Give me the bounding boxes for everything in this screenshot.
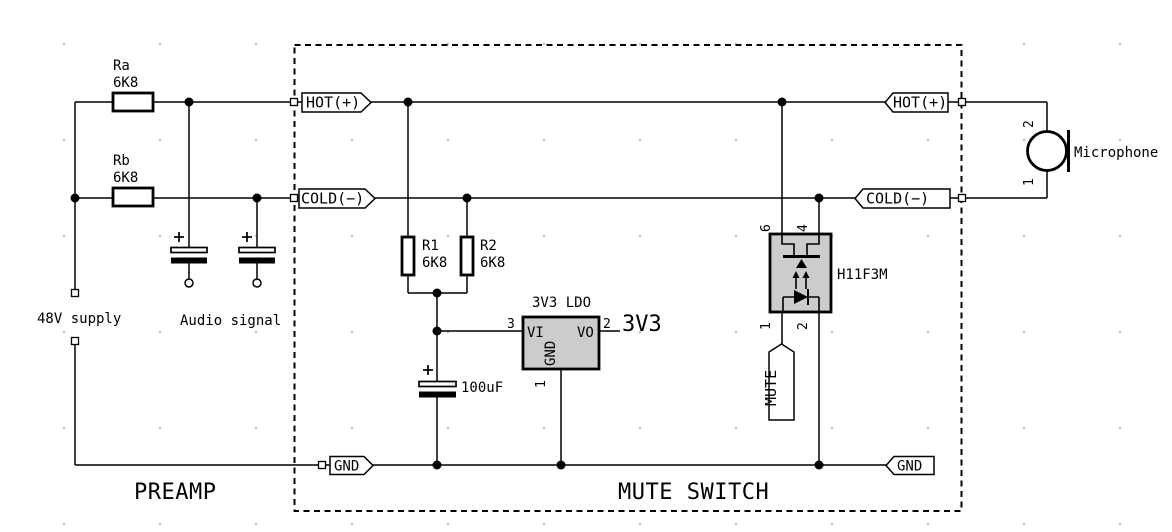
net-label-3v3[interactable]: 3V3 <box>622 312 662 337</box>
resistor-ref: Ra <box>113 58 130 74</box>
opto-pin-6: 6 <box>759 224 774 232</box>
capacitor-audio-cold[interactable] <box>238 232 276 288</box>
sheet-pin <box>957 193 967 203</box>
mute-label-text: MUTE <box>762 370 780 406</box>
preamp-title: PREAMP <box>134 480 216 505</box>
fet-arrow <box>796 259 807 268</box>
svg-text:COLD(−): COLD(−) <box>866 190 929 208</box>
ldo-pin-vo-name: VO <box>577 325 594 341</box>
optocoupler-h11f3m[interactable]: H11F3M 6 4 1 2 <box>759 224 888 330</box>
resistor-ra[interactable]: Ra 6K8 <box>111 58 155 113</box>
microphone[interactable]: Microphone 2 1 <box>1022 120 1158 186</box>
microphone-label: Microphone <box>1074 145 1158 161</box>
capacitor-filter[interactable]: 100uF <box>418 365 503 398</box>
opto-pin-4: 4 <box>796 224 811 232</box>
resistor-value: 6K8 <box>480 255 505 271</box>
capacitor-audio-hot[interactable] <box>170 232 208 288</box>
svg-text:GND: GND <box>334 459 359 475</box>
ldo-pin-number-2: 2 <box>603 317 611 332</box>
supply-label: 48V supply <box>37 311 121 327</box>
resistor-ref: R1 <box>422 238 439 254</box>
ldo-regulator[interactable]: 3V3 LDO VI VO GND 3 2 1 <box>507 295 611 388</box>
resistor-r1[interactable]: R1 6K8 <box>400 235 447 277</box>
resistor-ref: Rb <box>113 153 130 169</box>
mic-pin-2: 2 <box>1022 120 1037 128</box>
svg-text:HOT(+): HOT(+) <box>893 94 947 112</box>
opto-ref: H11F3M <box>837 267 888 283</box>
opto-pin-1: 1 <box>759 322 774 330</box>
supply-terminal <box>70 336 80 346</box>
ldo-pin-gnd-name: GND <box>543 341 559 366</box>
sheet-pin-terminals[interactable] <box>70 97 967 470</box>
wire-segments <box>74 101 1048 466</box>
ldo-pin-vi-name: VI <box>527 325 544 341</box>
sheet-pin <box>289 97 299 107</box>
ldo-title: 3V3 LDO <box>532 295 591 311</box>
hier-label-gnd-left[interactable]: GND <box>329 455 375 476</box>
sheet-pin <box>957 97 967 107</box>
sheet-pin <box>289 193 299 203</box>
supply-terminal <box>70 288 80 298</box>
hier-label-hot-left[interactable]: HOT(+) <box>301 92 373 113</box>
hier-label-gnd-right[interactable]: GND <box>884 455 935 476</box>
svg-text:GND: GND <box>897 459 922 475</box>
resistor-value: 6K8 <box>113 75 138 91</box>
junction-dots <box>70 97 824 470</box>
audio-label: Audio signal <box>180 313 281 329</box>
resistor-ref: R2 <box>480 238 497 254</box>
ldo-pin-number-1: 1 <box>534 380 549 388</box>
hier-label-mute[interactable]: MUTE <box>762 343 795 421</box>
hier-label-cold-left[interactable]: COLD(−) <box>298 188 377 209</box>
resistor-rb[interactable]: Rb 6K8 <box>111 153 155 208</box>
mic-pin-1: 1 <box>1022 178 1037 186</box>
hier-label-cold-right[interactable]: COLD(−) <box>854 188 951 209</box>
sheet-pin <box>317 460 327 470</box>
hier-label-hot-right[interactable]: HOT(+) <box>884 92 949 113</box>
led-triangle <box>794 290 808 304</box>
mute-switch-title: MUTE SWITCH <box>618 480 769 505</box>
svg-text:COLD(−): COLD(−) <box>301 190 364 208</box>
svg-text:HOT(+): HOT(+) <box>306 94 360 112</box>
resistor-value: 6K8 <box>113 170 138 186</box>
ldo-pin-number-3: 3 <box>507 317 515 332</box>
resistor-value: 6K8 <box>422 255 447 271</box>
opto-pin-2: 2 <box>796 322 811 330</box>
resistor-r2[interactable]: R2 6K8 <box>459 235 505 277</box>
capacitor-value: 100uF <box>461 380 503 396</box>
